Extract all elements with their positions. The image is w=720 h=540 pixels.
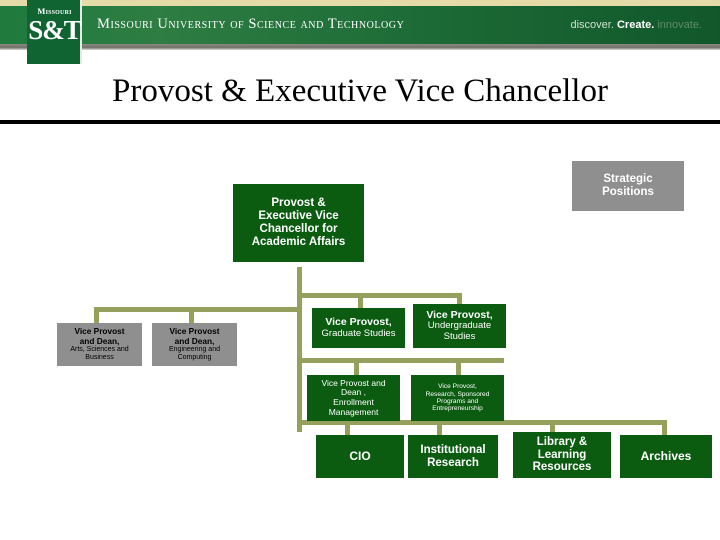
node-label-line: Library & — [536, 435, 588, 448]
node-label-line: Research — [427, 456, 479, 469]
header-bottom-stripe — [0, 44, 720, 50]
node-vp-graduate-studies[interactable]: Vice Provost,Graduate Studies — [312, 308, 405, 348]
university-wordmark: Missouri University of Science and Techn… — [97, 16, 405, 32]
node-label-line: Learning — [537, 448, 587, 461]
node-cio[interactable]: CIO — [316, 435, 404, 478]
node-label-line: CIO — [349, 448, 371, 463]
connector-row1-horizontal — [297, 293, 462, 298]
connector-undergrad-stub — [457, 293, 462, 309]
node-label-line: Undergraduate — [427, 320, 492, 332]
tagline-create: Create. — [616, 19, 655, 31]
node-label-line: Programs and — [436, 398, 479, 405]
node-label-line: Computing — [177, 353, 212, 361]
node-label: CIO — [316, 448, 404, 463]
node-label-line: Dean , — [340, 387, 367, 398]
connector-row2-horizontal — [297, 358, 504, 363]
node-label-line: and Dean, — [79, 335, 120, 346]
node-label-line: Strategic — [603, 173, 653, 186]
tagline-discover: discover. — [570, 19, 614, 31]
connector-dean-asb-stub — [94, 307, 99, 324]
connector-row3-horizontal — [297, 420, 667, 425]
node-label: Vice Provost,Graduate Studies — [312, 315, 405, 339]
connector-root-vertical — [297, 267, 302, 432]
node-label-line: Chancellor for — [259, 223, 338, 235]
site-header: Missouri University of Science and Techn… — [0, 0, 720, 50]
connector-library-stub — [550, 420, 555, 436]
node-label-line: Entrepreneurship — [432, 405, 483, 413]
node-label-line: Research, Sponsored — [425, 390, 490, 398]
node-label-line: Engineering and — [169, 345, 220, 353]
node-label-line: Archives — [640, 448, 692, 463]
node-archives[interactable]: Archives — [620, 435, 712, 478]
tagline-innovate: innovate. — [657, 19, 702, 31]
connector-grad-stub — [358, 293, 363, 309]
node-label: Archives — [620, 448, 712, 463]
connector-research-stub — [456, 358, 461, 376]
logo-missouri-text: Missouri — [37, 6, 72, 16]
connector-archives-stub — [662, 420, 667, 436]
node-label-line: Vice Provost, — [438, 383, 477, 391]
node-label-line: Positions — [602, 186, 654, 198]
node-label-line: Graduate Studies — [321, 327, 396, 339]
brand-tagline: discover. Create. innovate. — [571, 19, 703, 31]
page-title: Provost & Executive Vice Chancellor — [112, 73, 608, 109]
connector-enrollment-stub — [354, 358, 359, 376]
node-label-line: Studies — [443, 330, 476, 342]
node-label-line: Vice Provost — [169, 326, 220, 337]
node-label-line: Business — [85, 353, 114, 361]
header-green-band — [0, 6, 720, 44]
node-label-line: Resources — [532, 461, 592, 474]
node-label-line: and Dean, — [174, 335, 215, 346]
node-label-line: Vice Provost, — [325, 315, 392, 328]
node-label-line: Vice Provost and — [321, 377, 386, 388]
connector-instres-stub — [437, 420, 442, 436]
node-label-line: Institutional — [420, 443, 486, 456]
node-label-line: Provost & — [271, 197, 326, 210]
node-label-line: Enrollment — [333, 397, 374, 407]
node-label-line: Executive Vice — [258, 210, 339, 223]
connector-deans-horizontal — [94, 307, 302, 312]
node-label-line: Academic Affairs — [251, 235, 346, 248]
header-top-stripe — [0, 0, 720, 6]
missouri-st-logo: Missouri S&T — [27, 0, 82, 64]
node-label-line: Arts, Sciences and — [70, 345, 129, 353]
logo-st-text: S&T — [28, 15, 82, 45]
connector-left-spine — [297, 358, 302, 424]
node-label-line: Vice Provost — [74, 326, 125, 337]
node-label-line: Vice Provost, — [426, 308, 493, 321]
node-label-line: Management — [328, 406, 379, 417]
connector-cio-stub — [345, 420, 350, 436]
title-divider — [0, 120, 720, 124]
connector-dean-eng-stub — [189, 307, 194, 324]
